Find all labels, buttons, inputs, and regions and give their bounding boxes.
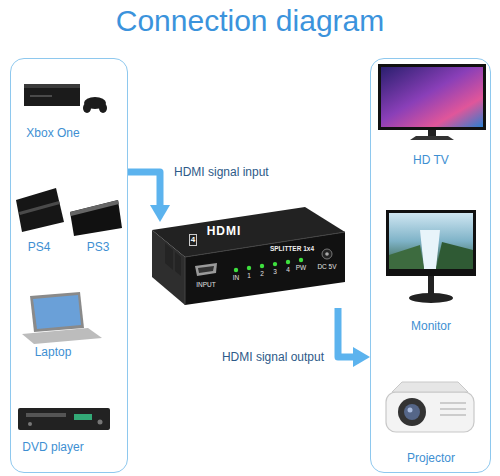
splitter-body-part <box>260 264 264 268</box>
monitor-icon-part <box>436 242 473 269</box>
tv-icon-part <box>381 67 483 127</box>
splitter-body-part <box>325 252 329 256</box>
led-label: 4 <box>286 266 290 273</box>
device-label: Xbox One <box>26 127 79 141</box>
monitor-icon-part <box>389 213 473 269</box>
dvd-player-icon <box>18 408 110 430</box>
splitter-body-part <box>185 257 186 305</box>
device-label: Laptop <box>35 346 72 360</box>
device-label: Monitor <box>411 320 451 334</box>
brand-logo: HDMI <box>207 225 242 239</box>
port-label: INPUT <box>196 281 216 288</box>
dvd-player-icon-part <box>98 420 103 425</box>
splitter-body-part <box>234 268 238 272</box>
splitter-body-part <box>152 230 185 305</box>
signal-arrow <box>338 308 370 367</box>
ps4-icon-part <box>19 201 60 215</box>
diagram-title: Connection diagram <box>116 4 385 39</box>
xbox-icon-part <box>83 103 91 113</box>
splitter-body-part <box>198 266 214 273</box>
model-label: SPLITTER 1x4 <box>270 245 314 252</box>
display-panel: HD TV MonitorProjector <box>370 58 491 473</box>
splitter-body-part <box>175 252 181 276</box>
projector-icon-part <box>398 398 426 426</box>
signal-line <box>128 172 160 209</box>
dvd-player-icon-part <box>28 422 32 426</box>
device-label: DVD player <box>22 441 83 455</box>
splitter-body-part <box>273 262 277 266</box>
arrow-head <box>150 205 170 222</box>
signal-label: HDMI signal input <box>172 165 271 179</box>
tv-icon-part <box>428 130 436 136</box>
dvd-player-icon-part <box>74 414 92 420</box>
xbox-icon-part <box>30 95 52 97</box>
xbox-icon <box>24 84 107 113</box>
led-label: 2 <box>260 270 264 277</box>
device-label: HD TV <box>413 154 449 168</box>
ps3-icon-part <box>70 200 122 236</box>
monitor-icon-part <box>386 210 476 276</box>
ps3-icon-part <box>70 200 119 216</box>
splitter-body-part <box>185 232 345 305</box>
monitor-icon-part <box>409 293 453 303</box>
port-count-badge: 4 <box>189 234 197 245</box>
projector-icon-part <box>386 392 474 432</box>
projector-icon <box>386 382 474 432</box>
xbox-icon-part <box>24 84 80 88</box>
splitter-body <box>152 207 345 305</box>
projector-icon-part <box>440 414 466 416</box>
monitor-icon-part <box>389 245 424 269</box>
projector-icon-part <box>404 404 420 420</box>
led-label: 3 <box>273 268 277 275</box>
splitter-body-part <box>165 243 173 270</box>
splitter-body-part <box>195 263 217 276</box>
tv-icon-part <box>410 136 454 140</box>
device-label: PS4 <box>28 241 51 255</box>
device-label: Projector <box>407 452 455 466</box>
signal-label: HDMI signal output <box>220 350 326 364</box>
dvd-player-icon-part <box>18 408 110 430</box>
monitor-icon <box>386 210 476 303</box>
splitter-body-part <box>299 258 303 262</box>
ps3-icon <box>70 200 122 236</box>
ps4-icon <box>16 188 64 232</box>
port-label: DC 5V <box>317 263 336 270</box>
projector-icon-part <box>440 408 466 410</box>
xbox-icon-part <box>99 103 107 113</box>
laptop-icon <box>22 292 102 344</box>
tv-icon-part <box>378 64 486 130</box>
projector-icon-part <box>392 382 468 392</box>
laptop-icon-part <box>30 292 84 332</box>
led-label: IN <box>233 274 240 281</box>
splitter-body-part <box>322 249 332 259</box>
tv-icon <box>378 64 486 140</box>
laptop-icon-part <box>22 328 102 344</box>
led-label: 1 <box>247 272 251 279</box>
laptop-icon-part <box>33 295 81 329</box>
arrow-head <box>353 347 370 367</box>
led-label: PW <box>296 264 306 271</box>
source-panel: Xbox OnePS4 PS3LaptopDVD player <box>10 58 128 473</box>
splitter-body-part <box>247 266 251 270</box>
ps4-icon-part <box>16 188 64 232</box>
device-label: PS3 <box>87 241 110 255</box>
xbox-icon-part <box>24 88 80 106</box>
hdmi-splitter: 4HDMISPLITTER 1x4INPUTIN1234PWDC 5V <box>150 222 350 308</box>
projector-icon-part <box>440 402 466 404</box>
monitor-icon-part <box>428 276 434 294</box>
projector-icon-part <box>408 408 413 413</box>
splitter-body-part <box>286 260 290 264</box>
dvd-player-icon-part <box>26 413 66 417</box>
signal-arrow <box>128 172 170 222</box>
